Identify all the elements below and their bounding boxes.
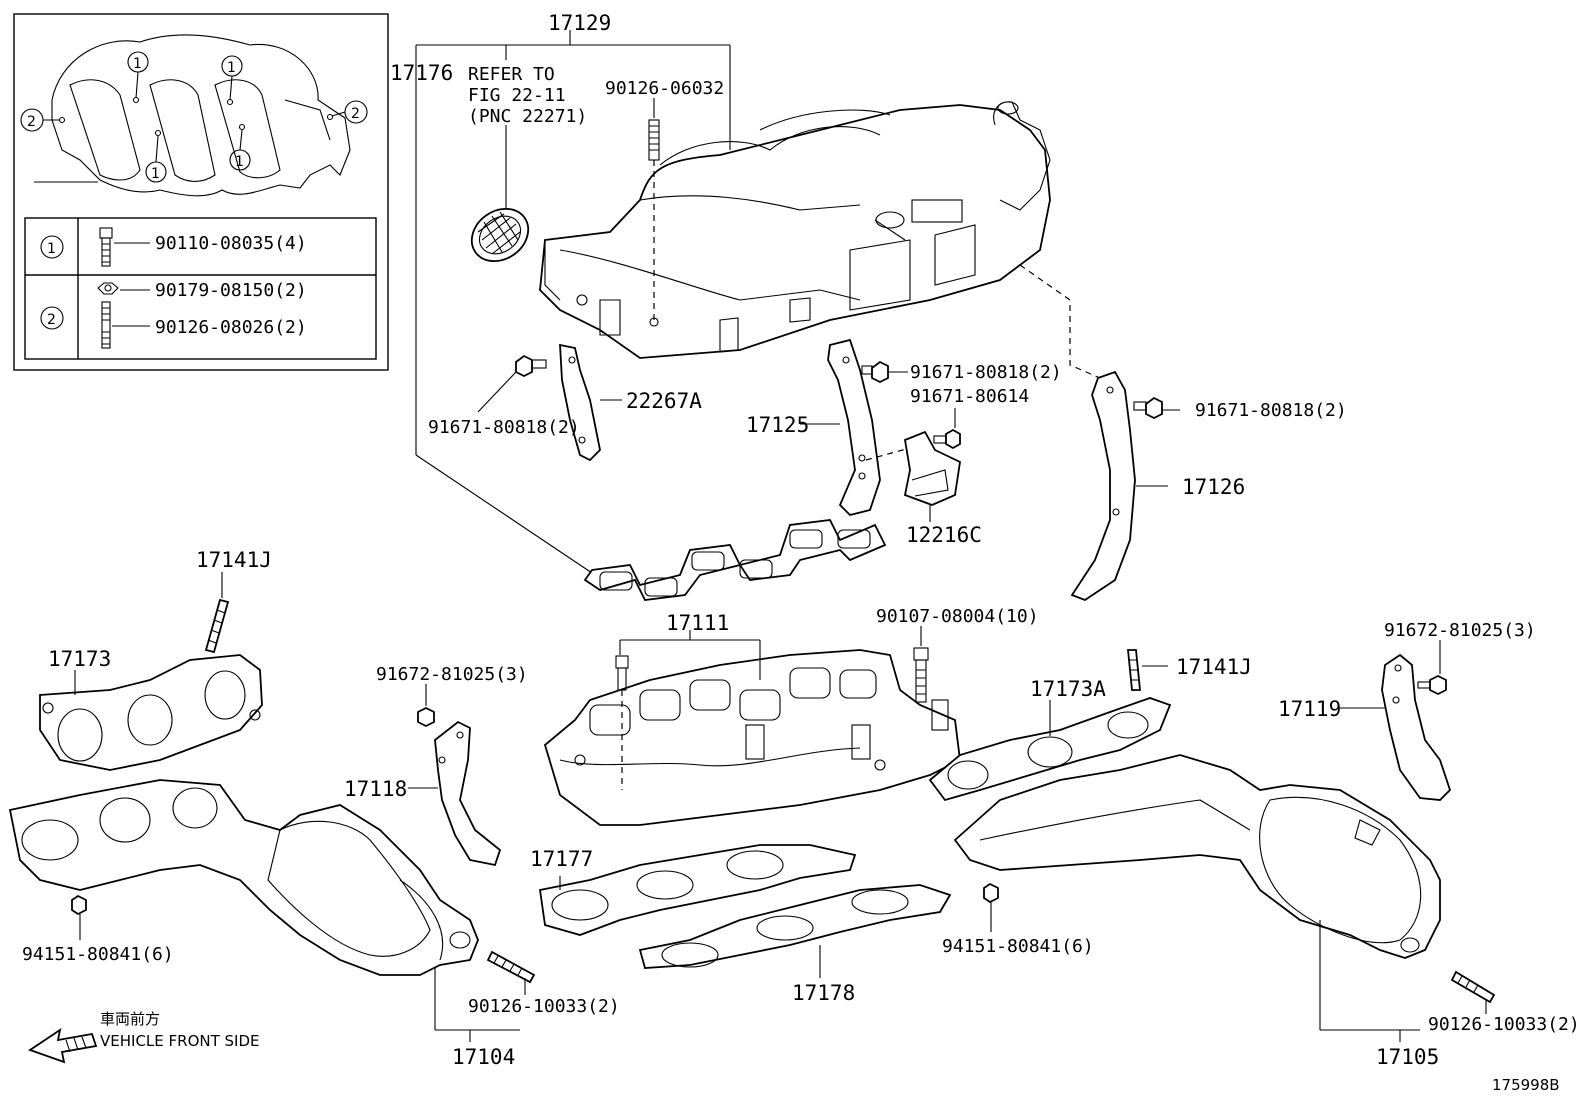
stay-17126 [1070, 370, 1168, 602]
bolt-91671-80818-mid [861, 360, 908, 384]
callout-2-markers: 2 2 [20, 100, 368, 132]
note-line-2: FIG 22-11 [468, 85, 566, 106]
label-94151-80841-right: 94151-80841(6) [942, 936, 1094, 957]
label-90126-10033-right: 90126-10033(2) [1428, 1014, 1580, 1035]
label-90126-10033-left: 90126-10033(2) [468, 996, 620, 1017]
label-17141J-right: 17141J [1176, 655, 1252, 679]
stud-icon [101, 301, 111, 349]
direction-english: VEHICLE FRONT SIDE [100, 1032, 260, 1050]
svg-text:2: 2 [351, 106, 360, 122]
intake-manifold-17111 [543, 630, 961, 826]
svg-text:2: 2 [27, 114, 36, 130]
bracket-17119 [1340, 653, 1452, 801]
svg-text:1: 1 [47, 241, 56, 257]
callout-1-markers: 1 1 1 1 [127, 51, 251, 183]
intake-plenum-17129 [539, 101, 1101, 379]
label-17176: 17176 [390, 61, 453, 85]
label-17177: 17177 [530, 847, 593, 871]
stud-17141J-right [1127, 649, 1168, 691]
nut-94151-80841-right [983, 882, 999, 932]
label-91671-80818-mid: 91671-80818(2) [910, 362, 1062, 383]
svg-text:1: 1 [235, 154, 244, 170]
label-22267A: 22267A [626, 389, 702, 413]
label-17111: 17111 [666, 611, 729, 635]
gasket-17178 [638, 884, 952, 978]
label-17126: 17126 [1182, 475, 1245, 499]
label-17129-bracket [415, 30, 731, 576]
label-94151-80841-left: 94151-80841(6) [22, 944, 174, 965]
label-17118: 17118 [344, 777, 407, 801]
label-17105: 17105 [1376, 1045, 1439, 1069]
gasket-17177 [538, 844, 857, 936]
bolt-91671-80818-right [1133, 396, 1180, 420]
label-17129: 17129 [548, 11, 611, 35]
svg-text:1: 1 [151, 166, 160, 182]
label-90126-06032: 90126-06032 [605, 78, 724, 99]
svg-text:1: 1 [227, 60, 236, 76]
label-17119: 17119 [1278, 697, 1341, 721]
nut-91672-81025-right [1417, 640, 1447, 696]
bracket-12216C [903, 430, 961, 522]
label-90107-08004: 90107-08004(10) [876, 606, 1039, 627]
label-17173: 17173 [48, 647, 111, 671]
inset-detail: 1 1 1 1 2 2 1 2 [13, 13, 389, 371]
exhaust-manifold-17104 [8, 779, 520, 1042]
svg-text:1: 1 [133, 56, 142, 72]
bracket-22267A [559, 343, 622, 462]
stud-90126-06032 [648, 98, 660, 161]
label-12216C: 12216C [906, 523, 982, 547]
label-17125: 17125 [746, 413, 809, 437]
label-17104: 17104 [452, 1045, 515, 1069]
label-17178: 17178 [792, 981, 855, 1005]
label-91672-81025-left: 91672-81025(3) [376, 664, 528, 685]
stud-90126-10033-right [1450, 970, 1496, 1014]
stud-17141J-left [204, 572, 230, 654]
svg-text:90110-08035(4): 90110-08035(4) [155, 233, 307, 254]
svg-text:90126-08026(2): 90126-08026(2) [155, 317, 307, 338]
gasket-17173 [39, 654, 263, 771]
bolt-91671-80818-left [477, 354, 547, 413]
svg-text:2: 2 [47, 312, 56, 328]
gasket-17173A [928, 697, 1172, 802]
nut-94151-80841-left [71, 894, 87, 940]
legend-table: 1 2 90110-08035(4) 90179-08150(2) 90126-… [24, 217, 377, 360]
screen-filter-part [470, 125, 530, 263]
bolt-icon [99, 227, 113, 267]
label-91671-80818-right: 91671-80818(2) [1195, 400, 1347, 421]
gasket-17176 [583, 519, 887, 601]
label-17173A: 17173A [1030, 677, 1106, 701]
nut-icon [97, 282, 119, 295]
direction-japanese: 車両前方 [100, 1010, 160, 1028]
label-91671-80818-left: 91671-80818(2) [428, 417, 580, 438]
bolt-90107-08004 [913, 626, 929, 703]
bolt-17111-left [615, 655, 629, 691]
stay-17125 [800, 338, 911, 516]
nut-91672-81025-left [417, 684, 435, 728]
label-91672-81025-right: 91672-81025(3) [1384, 620, 1536, 641]
bracket-17118 [408, 720, 502, 867]
part-labels: 17129 17176 REFER TO FIG 22-11 (PNC 2227… [22, 11, 1580, 1094]
label-17141J-left: 17141J [196, 548, 272, 572]
note-line-1: REFER TO [468, 64, 555, 85]
label-91671-80614: 91671-80614 [910, 386, 1029, 407]
svg-text:90179-08150(2): 90179-08150(2) [155, 280, 307, 301]
front-direction-arrow-icon [28, 1028, 98, 1064]
bolt-91671-80614 [933, 408, 961, 450]
stud-90126-10033-left [486, 950, 536, 995]
figure-id: 175998B [1492, 1076, 1560, 1094]
note-line-3: (PNC 22271) [468, 106, 587, 127]
exhaust-manifold-17105 [953, 754, 1441, 1042]
